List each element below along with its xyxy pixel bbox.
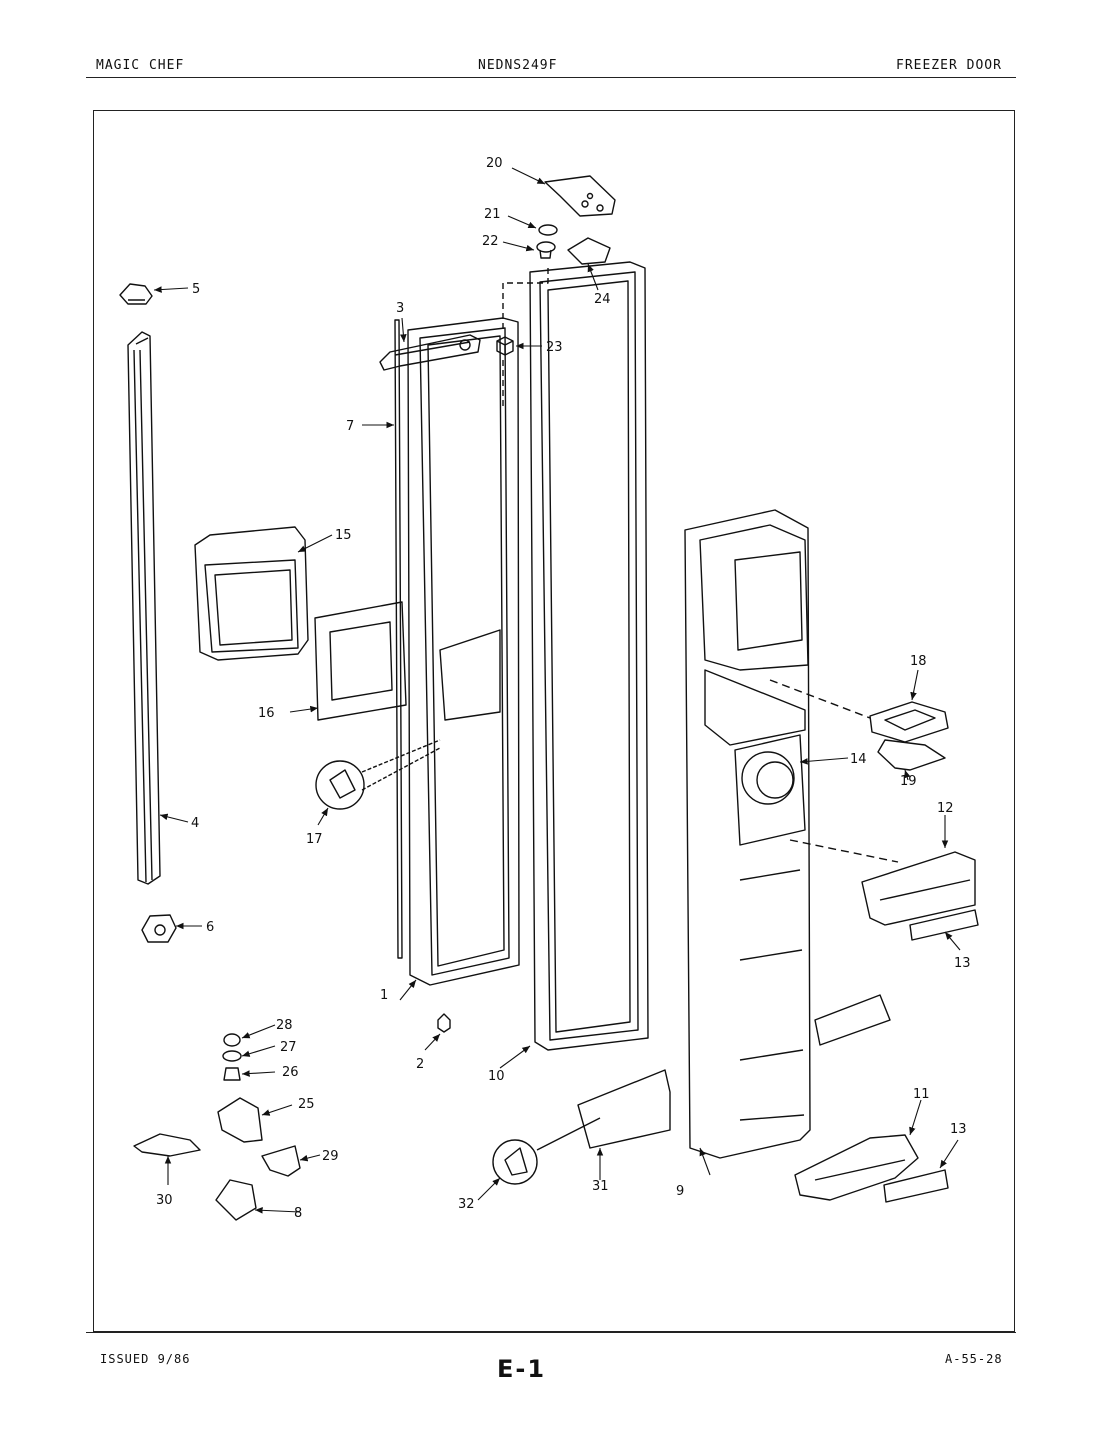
callout-labels: 1 2 3 4 5 6 7 8 9 10 11 12 13 13 14 15 1… <box>156 156 971 1221</box>
inner-door-liner <box>684 509 811 1159</box>
dispenser-bracket <box>877 739 946 771</box>
bottom-trim-piece <box>577 994 891 1149</box>
door-gasket-strip <box>127 331 161 885</box>
door-switch-detail <box>315 739 441 810</box>
shelf-alignment-line <box>789 839 899 863</box>
washer <box>538 224 558 236</box>
callout-1: 1 <box>380 988 388 1003</box>
door-shelf-bin <box>861 851 976 926</box>
callout-20: 20 <box>486 156 503 171</box>
hinge-nut <box>437 1013 451 1033</box>
lower-door-shelf <box>794 1134 919 1201</box>
callout-29: 29 <box>322 1149 339 1164</box>
shelf-trim-strip <box>909 909 979 941</box>
hinge-axis-line <box>502 268 549 330</box>
callout-32: 32 <box>458 1197 475 1212</box>
top-end-cap <box>119 283 153 305</box>
dispenser-housing-frame <box>194 526 309 661</box>
chute-alignment-line <box>769 679 871 719</box>
callout-30: 30 <box>156 1193 173 1208</box>
callout-12: 12 <box>937 801 954 816</box>
callout-4: 4 <box>191 816 199 831</box>
callout-31: 31 <box>592 1179 609 1194</box>
callout-leaders <box>153 167 961 1214</box>
callout-25: 25 <box>298 1097 315 1112</box>
header-model: NEDNS249F <box>478 58 558 73</box>
callout-21: 21 <box>484 207 501 222</box>
callout-19: 19 <box>900 774 917 789</box>
callout-9: 9 <box>676 1184 684 1199</box>
ice-chute-cover <box>869 701 949 743</box>
hinge-pin-cap <box>223 1033 241 1047</box>
callout-26: 26 <box>282 1065 299 1080</box>
callout-15: 15 <box>335 528 352 543</box>
bottom-hinge-bracket <box>217 1097 263 1143</box>
callout-16: 16 <box>258 706 275 721</box>
diagram-frame <box>93 110 1015 1332</box>
callout-13a: 13 <box>954 956 971 971</box>
callout-5: 5 <box>192 282 200 297</box>
trim-clip-detail <box>492 1117 601 1185</box>
callout-28: 28 <box>276 1018 293 1033</box>
hinge-washer <box>222 1050 242 1062</box>
issue-date: ISSUED 9/86 <box>100 1352 191 1366</box>
callout-17: 17 <box>306 832 323 847</box>
hinge-bracket <box>544 175 616 217</box>
header-brand: MAGIC CHEF <box>96 58 185 73</box>
bottom-end-cap <box>141 914 177 943</box>
callout-13b: 13 <box>950 1122 967 1137</box>
callout-7: 7 <box>346 419 354 434</box>
callout-6: 6 <box>206 920 214 935</box>
callout-10: 10 <box>488 1069 505 1084</box>
page-number: E-1 <box>497 1355 547 1383</box>
callout-18: 18 <box>910 654 927 669</box>
callout-24: 24 <box>594 292 611 307</box>
closing-cam <box>133 1133 201 1157</box>
callout-23: 23 <box>546 340 563 355</box>
lower-shelf-trim-strip <box>883 1169 949 1203</box>
hinge-plate <box>261 1145 301 1177</box>
footer-rule <box>86 1332 1016 1333</box>
callout-8: 8 <box>294 1206 302 1221</box>
door-liner-gasket <box>529 261 649 1051</box>
callout-11: 11 <box>913 1087 930 1102</box>
hinge-shim <box>567 237 611 265</box>
callout-27: 27 <box>280 1040 297 1055</box>
callout-3: 3 <box>396 301 404 316</box>
header-rule <box>86 77 1016 78</box>
hinge-pin <box>223 1067 241 1081</box>
callout-22: 22 <box>482 234 499 249</box>
door-outer-panel <box>407 317 520 986</box>
door-breaker-strip <box>394 319 403 959</box>
header-section: FREEZER DOOR <box>896 58 1002 73</box>
callout-2: 2 <box>416 1057 424 1072</box>
callout-14: 14 <box>850 752 867 767</box>
document-code: A-55-28 <box>945 1352 1003 1366</box>
hinge-bushing <box>536 241 556 259</box>
dispenser-face-plate <box>314 601 407 721</box>
hinge-cover <box>215 1179 257 1221</box>
